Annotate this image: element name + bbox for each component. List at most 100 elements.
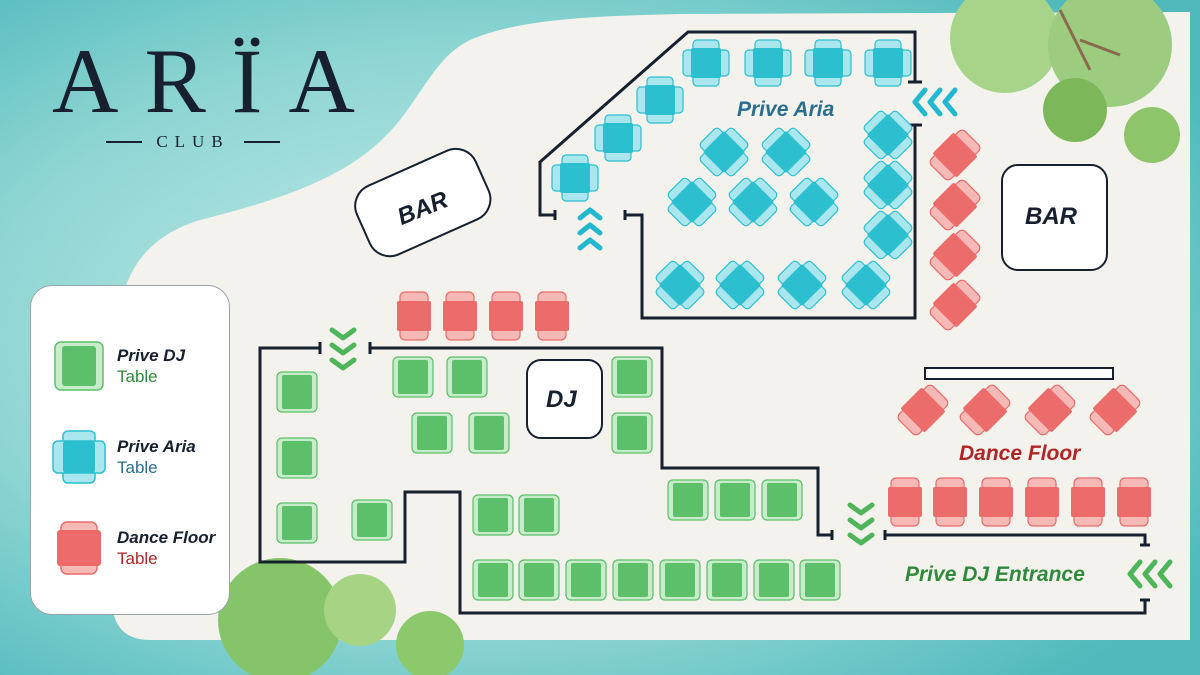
- legend-dance-floor-name: Dance Floor: [117, 528, 216, 547]
- prive-dj-table[interactable]: [799, 559, 841, 601]
- trees-bottom-left: [218, 558, 464, 675]
- prive-aria-table[interactable]: [833, 252, 898, 317]
- prive-aria-table[interactable]: [659, 169, 724, 234]
- bar-left-counter: [354, 147, 492, 258]
- prive-aria-table[interactable]: [691, 119, 756, 184]
- prive-aria-table[interactable]: [864, 39, 912, 87]
- entrance-prive-dj-top[interactable]: [329, 327, 357, 371]
- prive-aria-label: Prive Aria: [737, 98, 835, 121]
- entrance-prive-aria[interactable]: [912, 87, 958, 117]
- bar-right-counter: [1001, 164, 1108, 271]
- entrance-prive-dj-main[interactable]: [1127, 559, 1173, 589]
- entrance-chevron-icon: [1127, 559, 1173, 589]
- prive-aria-table[interactable]: [753, 119, 818, 184]
- prive-dj-table[interactable]: [392, 356, 434, 398]
- prive-dj-table[interactable]: [714, 479, 756, 521]
- prive-aria-table[interactable]: [636, 76, 684, 124]
- logo-wordmark: ARÏA: [52, 30, 381, 132]
- prive-aria-table[interactable]: [707, 252, 772, 317]
- prive-aria-table[interactable]: [720, 169, 785, 234]
- dance-floor-table[interactable]: [926, 176, 984, 234]
- prive-dj-table[interactable]: [518, 559, 560, 601]
- prive-dj-table[interactable]: [659, 559, 701, 601]
- prive-aria-table[interactable]: [744, 39, 792, 87]
- dance-floor-table[interactable]: [926, 126, 984, 184]
- entrance-chevron-icon: [329, 327, 357, 371]
- entrance-prive-dj-side[interactable]: [847, 502, 875, 546]
- logo-rule-left: [106, 141, 143, 143]
- dance-floor-table[interactable]: [397, 291, 431, 341]
- prive-aria-table[interactable]: [551, 154, 599, 202]
- prive-dj-walls: [258, 342, 1150, 615]
- bush-icon: [396, 611, 464, 675]
- prive-dj-table[interactable]: [276, 371, 318, 413]
- prive-aria-table[interactable]: [594, 114, 642, 162]
- legend-item-prive-aria: Prive Aria Table: [51, 429, 196, 485]
- dance-floor-table[interactable]: [1025, 477, 1059, 527]
- bush-icon: [324, 574, 396, 646]
- tree-icon: [218, 558, 342, 675]
- prive-dj-table[interactable]: [446, 356, 488, 398]
- dance-floor-label: Dance Floor: [959, 442, 1081, 465]
- legend-prive-aria-name: Prive Aria: [117, 437, 196, 456]
- dance-floor-table[interactable]: [1071, 477, 1105, 527]
- dance-floor-table[interactable]: [443, 291, 477, 341]
- dj-booth: [526, 359, 603, 439]
- dance-floor-table[interactable]: [926, 226, 984, 284]
- entrance-chevron-icon: [847, 502, 875, 546]
- prive-aria-walls: [538, 30, 922, 320]
- prive-aria-table[interactable]: [855, 152, 920, 217]
- prive-dj-table[interactable]: [411, 412, 453, 454]
- dance-floor-table[interactable]: [956, 381, 1014, 439]
- dance-floor-table[interactable]: [1021, 381, 1079, 439]
- aria-club-logo: ARÏA CLUB: [28, 30, 381, 152]
- prive-aria-table[interactable]: [804, 39, 852, 87]
- prive-dj-table[interactable]: [565, 559, 607, 601]
- prive-aria-table[interactable]: [769, 252, 834, 317]
- prive-aria-table[interactable]: [781, 169, 846, 234]
- entrance-chevron-icon: [577, 207, 603, 251]
- prive-dj-table[interactable]: [351, 499, 393, 541]
- prive-dj-table[interactable]: [753, 559, 795, 601]
- legend-item-dance-floor: Dance Floor Table: [51, 520, 215, 576]
- bush-icon: [1043, 78, 1107, 142]
- trees-top-right: [950, 0, 1180, 163]
- prive-aria-table[interactable]: [647, 252, 712, 317]
- prive-aria-table[interactable]: [682, 39, 730, 87]
- prive-dj-table[interactable]: [667, 479, 709, 521]
- prive-dj-table[interactable]: [611, 356, 653, 398]
- prive-aria-table-icon: [52, 430, 106, 484]
- legend-prive-aria-sub: Table: [117, 458, 158, 477]
- prive-dj-table[interactable]: [761, 479, 803, 521]
- legend-prive-dj-name: Prive DJ: [117, 346, 186, 365]
- prive-dj-table[interactable]: [612, 559, 654, 601]
- dance-floor-table[interactable]: [1117, 477, 1151, 527]
- dance-floor-table-icon: [57, 521, 101, 575]
- dance-floor-table[interactable]: [535, 291, 569, 341]
- prive-aria-table[interactable]: [855, 102, 920, 167]
- tree-icon: [950, 0, 1060, 93]
- dance-floor-table[interactable]: [888, 477, 922, 527]
- dance-floor-table[interactable]: [926, 276, 984, 334]
- prive-dj-table[interactable]: [472, 494, 514, 536]
- prive-dj-table[interactable]: [276, 502, 318, 544]
- entrance-prive-aria-bottom[interactable]: [577, 207, 603, 251]
- prive-dj-table[interactable]: [276, 437, 318, 479]
- prive-dj-table[interactable]: [611, 412, 653, 454]
- logo-subtitle: CLUB: [28, 132, 358, 152]
- prive-dj-table[interactable]: [706, 559, 748, 601]
- prive-dj-table[interactable]: [468, 412, 510, 454]
- legend-prive-dj-sub: Table: [117, 367, 158, 386]
- prive-dj-table[interactable]: [518, 494, 560, 536]
- dance-floor-table[interactable]: [933, 477, 967, 527]
- prive-aria-table[interactable]: [855, 202, 920, 267]
- dance-floor-table[interactable]: [894, 381, 952, 439]
- legend-dance-floor-sub: Table: [117, 549, 158, 568]
- dance-floor-table[interactable]: [489, 291, 523, 341]
- dance-floor-table[interactable]: [1086, 381, 1144, 439]
- dance-floor-table[interactable]: [979, 477, 1013, 527]
- prive-dj-table[interactable]: [472, 559, 514, 601]
- legend-item-prive-dj: Prive DJ Table: [51, 338, 185, 394]
